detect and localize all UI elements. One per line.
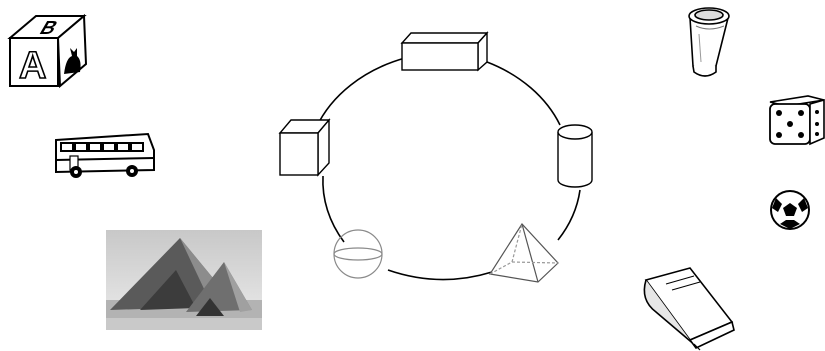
cube-icon [280, 120, 329, 175]
cylinder-icon [558, 125, 592, 187]
sphere-icon [334, 230, 382, 278]
rectangular-prism-icon [402, 33, 487, 70]
soccer-ball-icon [771, 191, 809, 229]
block-letter-front: A [19, 45, 46, 87]
soda-can-icon [689, 8, 729, 76]
die-icon [770, 96, 824, 144]
center-circle [316, 58, 580, 280]
bus-icon [56, 134, 154, 178]
alphabet-block-icon: B A [10, 16, 86, 87]
book-icon [644, 268, 734, 350]
pyramids-photo [106, 230, 262, 330]
pyramid-icon [490, 224, 558, 282]
